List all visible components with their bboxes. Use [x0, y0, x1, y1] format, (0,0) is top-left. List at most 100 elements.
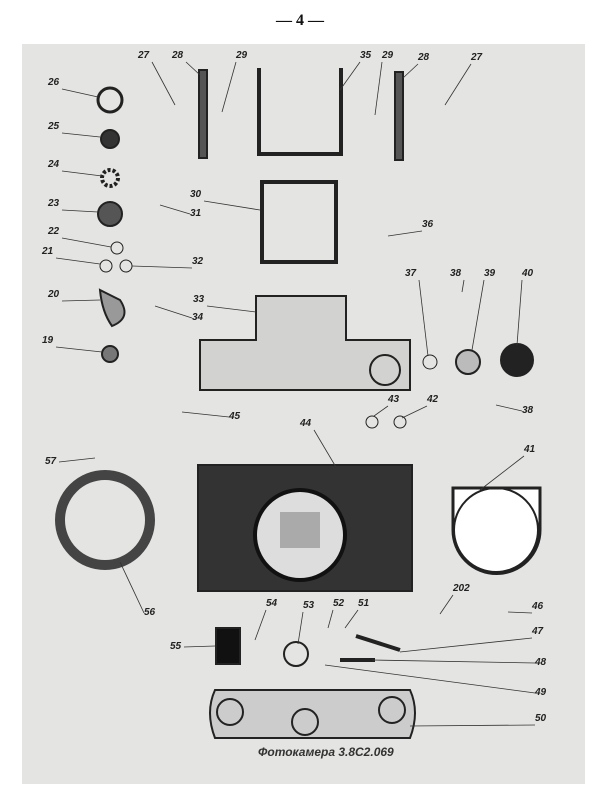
part-label-44: 44 — [300, 418, 312, 429]
part-label-54: 54 — [266, 598, 278, 609]
part-label-19: 19 — [42, 335, 54, 346]
part-label-24: 24 — [48, 159, 60, 170]
leader-line-26 — [61, 88, 99, 98]
knob-part-40 — [500, 343, 534, 377]
part-label-33: 33 — [193, 294, 205, 305]
leader-line-53 — [297, 611, 304, 645]
part-label-45: 45 — [229, 411, 241, 422]
diagram-sheet — [22, 44, 585, 784]
part-label-48: 48 — [535, 657, 547, 668]
leader-line-37 — [418, 279, 429, 357]
ring-part-56 — [55, 470, 155, 570]
part-37 — [422, 354, 438, 370]
leader-line-32 — [131, 265, 193, 269]
part-label-22: 22 — [48, 226, 60, 237]
leader-line-43 — [373, 405, 389, 417]
leader-line-49 — [324, 664, 536, 694]
part-label-36: 36 — [422, 219, 434, 230]
leader-line-24 — [61, 170, 103, 177]
part-label-28: 28 — [418, 52, 430, 63]
part-label-27: 27 — [138, 50, 150, 61]
side-plate-left — [198, 69, 208, 159]
leader-line-46 — [507, 611, 533, 614]
page-number: — 4 — — [276, 12, 324, 29]
part-label-40: 40 — [522, 268, 534, 279]
part-label-52: 52 — [333, 598, 345, 609]
part-label-38: 38 — [522, 405, 534, 416]
leader-line-31 — [159, 204, 191, 215]
part-label-38: 38 — [450, 268, 462, 279]
leader-line-52 — [327, 609, 334, 629]
bottom-hole-2 — [291, 708, 319, 736]
part-label-29: 29 — [382, 50, 394, 61]
leader-line-44 — [313, 429, 379, 539]
leader-line-56 — [119, 561, 145, 614]
part-label-31: 31 — [190, 208, 202, 219]
part-55 — [215, 627, 241, 665]
part-label-202: 202 — [453, 583, 470, 594]
part-39 — [455, 349, 481, 375]
part-label-55: 55 — [170, 641, 182, 652]
leader-line-40 — [516, 279, 523, 346]
part-21 — [99, 259, 113, 273]
bottom-plate-50 — [209, 689, 416, 739]
leader-line-33 — [206, 305, 257, 313]
mirror — [280, 512, 320, 548]
leader-line-30 — [203, 200, 261, 211]
front-cover-41 — [451, 486, 542, 575]
leader-line-39 — [471, 279, 485, 351]
leader-line-202 — [439, 594, 454, 615]
front-cover-ring — [453, 487, 539, 573]
leader-line-51 — [344, 609, 359, 629]
part-label-25: 25 — [48, 121, 60, 132]
top-cover-33 — [199, 295, 411, 391]
leader-line-47 — [399, 637, 533, 653]
bottom-hole-1 — [216, 698, 244, 726]
lever-part-47 — [355, 634, 401, 652]
part-label-32: 32 — [192, 256, 204, 267]
ring-part-53 — [283, 641, 309, 667]
part-label-57: 57 — [45, 456, 57, 467]
gear-part-24 — [100, 168, 120, 188]
leader-line-45 — [181, 411, 230, 418]
leader-line-20 — [61, 299, 101, 302]
lever-part-20 — [98, 288, 126, 328]
leader-line-41 — [479, 455, 525, 491]
part-22 — [110, 241, 124, 255]
part-label-23: 23 — [48, 198, 60, 209]
side-plate-right — [394, 71, 404, 161]
part-label-53: 53 — [303, 600, 315, 611]
part-43 — [365, 415, 379, 429]
part-label-46: 46 — [532, 601, 544, 612]
part-label-20: 20 — [48, 289, 60, 300]
part-label-41: 41 — [524, 444, 536, 455]
ring-part-26 — [96, 86, 124, 114]
part-label-39: 39 — [484, 268, 496, 279]
mirror-box-frame — [260, 180, 338, 264]
leader-line-38 — [495, 404, 523, 412]
part-label-37: 37 — [405, 268, 417, 279]
leader-line-22 — [61, 237, 112, 248]
leader-line-19 — [55, 346, 103, 353]
part-25 — [100, 129, 120, 149]
leader-line-50 — [409, 724, 536, 727]
part-label-43: 43 — [388, 394, 400, 405]
part-label-29: 29 — [236, 50, 248, 61]
part-label-28: 28 — [172, 50, 184, 61]
part-label-47: 47 — [532, 626, 544, 637]
part-label-50: 50 — [535, 713, 547, 724]
part-label-30: 30 — [190, 189, 202, 200]
leader-line-29 — [221, 61, 237, 113]
diagram-caption: Фотокамера 3.8С2.069 — [258, 745, 394, 759]
leader-line-27 — [151, 61, 176, 106]
leader-line-29 — [374, 61, 383, 116]
part-19 — [101, 345, 119, 363]
part-label-21: 21 — [42, 246, 54, 257]
leader-line-21 — [55, 257, 101, 265]
part-42 — [393, 415, 407, 429]
part-label-42: 42 — [427, 394, 439, 405]
part-label-26: 26 — [48, 77, 60, 88]
leader-line-55 — [183, 645, 216, 648]
leader-line-25 — [61, 132, 101, 138]
